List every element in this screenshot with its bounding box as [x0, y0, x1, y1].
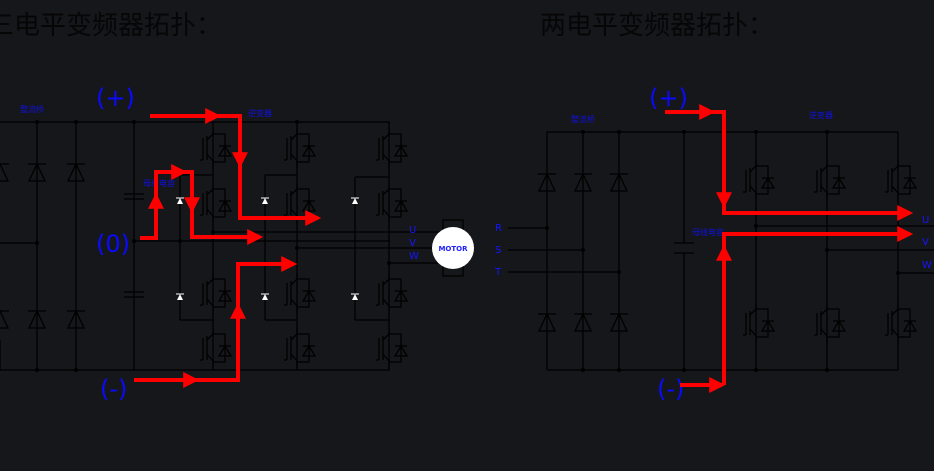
igbt-icon: [375, 327, 408, 369]
left-inverter-label: 逆变器: [248, 108, 272, 118]
right-capacitor-label: 母线电容: [692, 227, 724, 237]
clamp-diode-icon: [260, 197, 270, 205]
three-level-title: 三电平变频器拓扑：: [0, 11, 222, 41]
left-rectifier-label: 整流桥: [20, 104, 44, 114]
igbt-icon: [742, 302, 775, 344]
igbt-icon: [813, 159, 846, 201]
left-capacitor-label: 母线电容: [143, 178, 175, 188]
right-output-u: U: [922, 215, 929, 226]
three-level-topology: 三电平变频器拓扑：: [0, 11, 474, 403]
clamp-diode-icon: [350, 197, 360, 205]
left-output-v: V: [409, 238, 416, 249]
igbt-icon: [199, 127, 232, 169]
current-arrow: [708, 110, 732, 209]
igbt-icon: [199, 327, 232, 369]
current-arrow: [154, 164, 188, 200]
igbt-icon: [283, 272, 316, 314]
diode-icon: [0, 310, 10, 329]
current-arrow: [190, 205, 264, 245]
right-rectifier-label: 整流桥: [571, 114, 595, 124]
left-output-u: U: [409, 225, 416, 236]
right-nodes: [545, 130, 900, 372]
left-rectifier-diodes: [0, 163, 86, 329]
motor-label: MOTOR: [438, 245, 468, 253]
current-arrow: [236, 256, 298, 310]
igbt-icon: [283, 327, 316, 369]
igbt-icon: [283, 127, 316, 169]
right-plus-label: (+): [649, 84, 688, 112]
motor-icon: [432, 227, 474, 269]
left-output-w: W: [409, 251, 419, 262]
clamp-diode-icon: [350, 293, 360, 301]
two-level-topology: 两电平变频器拓扑：: [494, 11, 934, 403]
two-level-title: 两电平变频器拓扑：: [540, 11, 774, 41]
clamp-diode-icon: [260, 293, 270, 301]
right-inverter-label: 逆变器: [809, 110, 833, 120]
left-current-paths: [134, 108, 322, 388]
current-arrow: [190, 302, 246, 382]
igbt-icon: [884, 159, 917, 201]
current-arrow: [180, 170, 200, 214]
right-current-paths: [665, 104, 914, 393]
igbt-icon: [375, 127, 408, 169]
igbt-icon: [199, 272, 232, 314]
left-nodes: [35, 120, 391, 372]
left-minus-label: (-): [100, 375, 127, 403]
current-arrow: [722, 200, 914, 221]
igbt-icon: [375, 182, 408, 224]
right-output-v: V: [922, 237, 929, 248]
current-arrow: [722, 226, 914, 252]
current-arrow: [140, 192, 164, 240]
right-input-t: T: [494, 267, 502, 278]
left-capacitors: [124, 193, 144, 298]
right-output-w: W: [922, 260, 932, 271]
igbt-icon: [375, 272, 408, 314]
current-arrow: [238, 160, 322, 226]
igbt-icon: [884, 302, 917, 344]
igbt-icon: [742, 159, 775, 201]
clamp-diode-icon: [175, 197, 185, 205]
right-igbts: [742, 159, 917, 344]
igbt-icon: [813, 302, 846, 344]
igbt-icon: [199, 182, 232, 224]
clamp-diode-icon: [175, 293, 185, 301]
right-input-r: R: [495, 223, 502, 234]
right-wires: [508, 131, 934, 371]
left-zero-label: (0): [96, 230, 130, 258]
current-arrow: [216, 114, 248, 169]
left-plus-label: (+): [96, 84, 135, 112]
left-wires: [0, 121, 464, 371]
right-input-s: S: [495, 245, 501, 256]
right-minus-label: (-): [657, 375, 684, 403]
diode-icon: [0, 163, 10, 182]
